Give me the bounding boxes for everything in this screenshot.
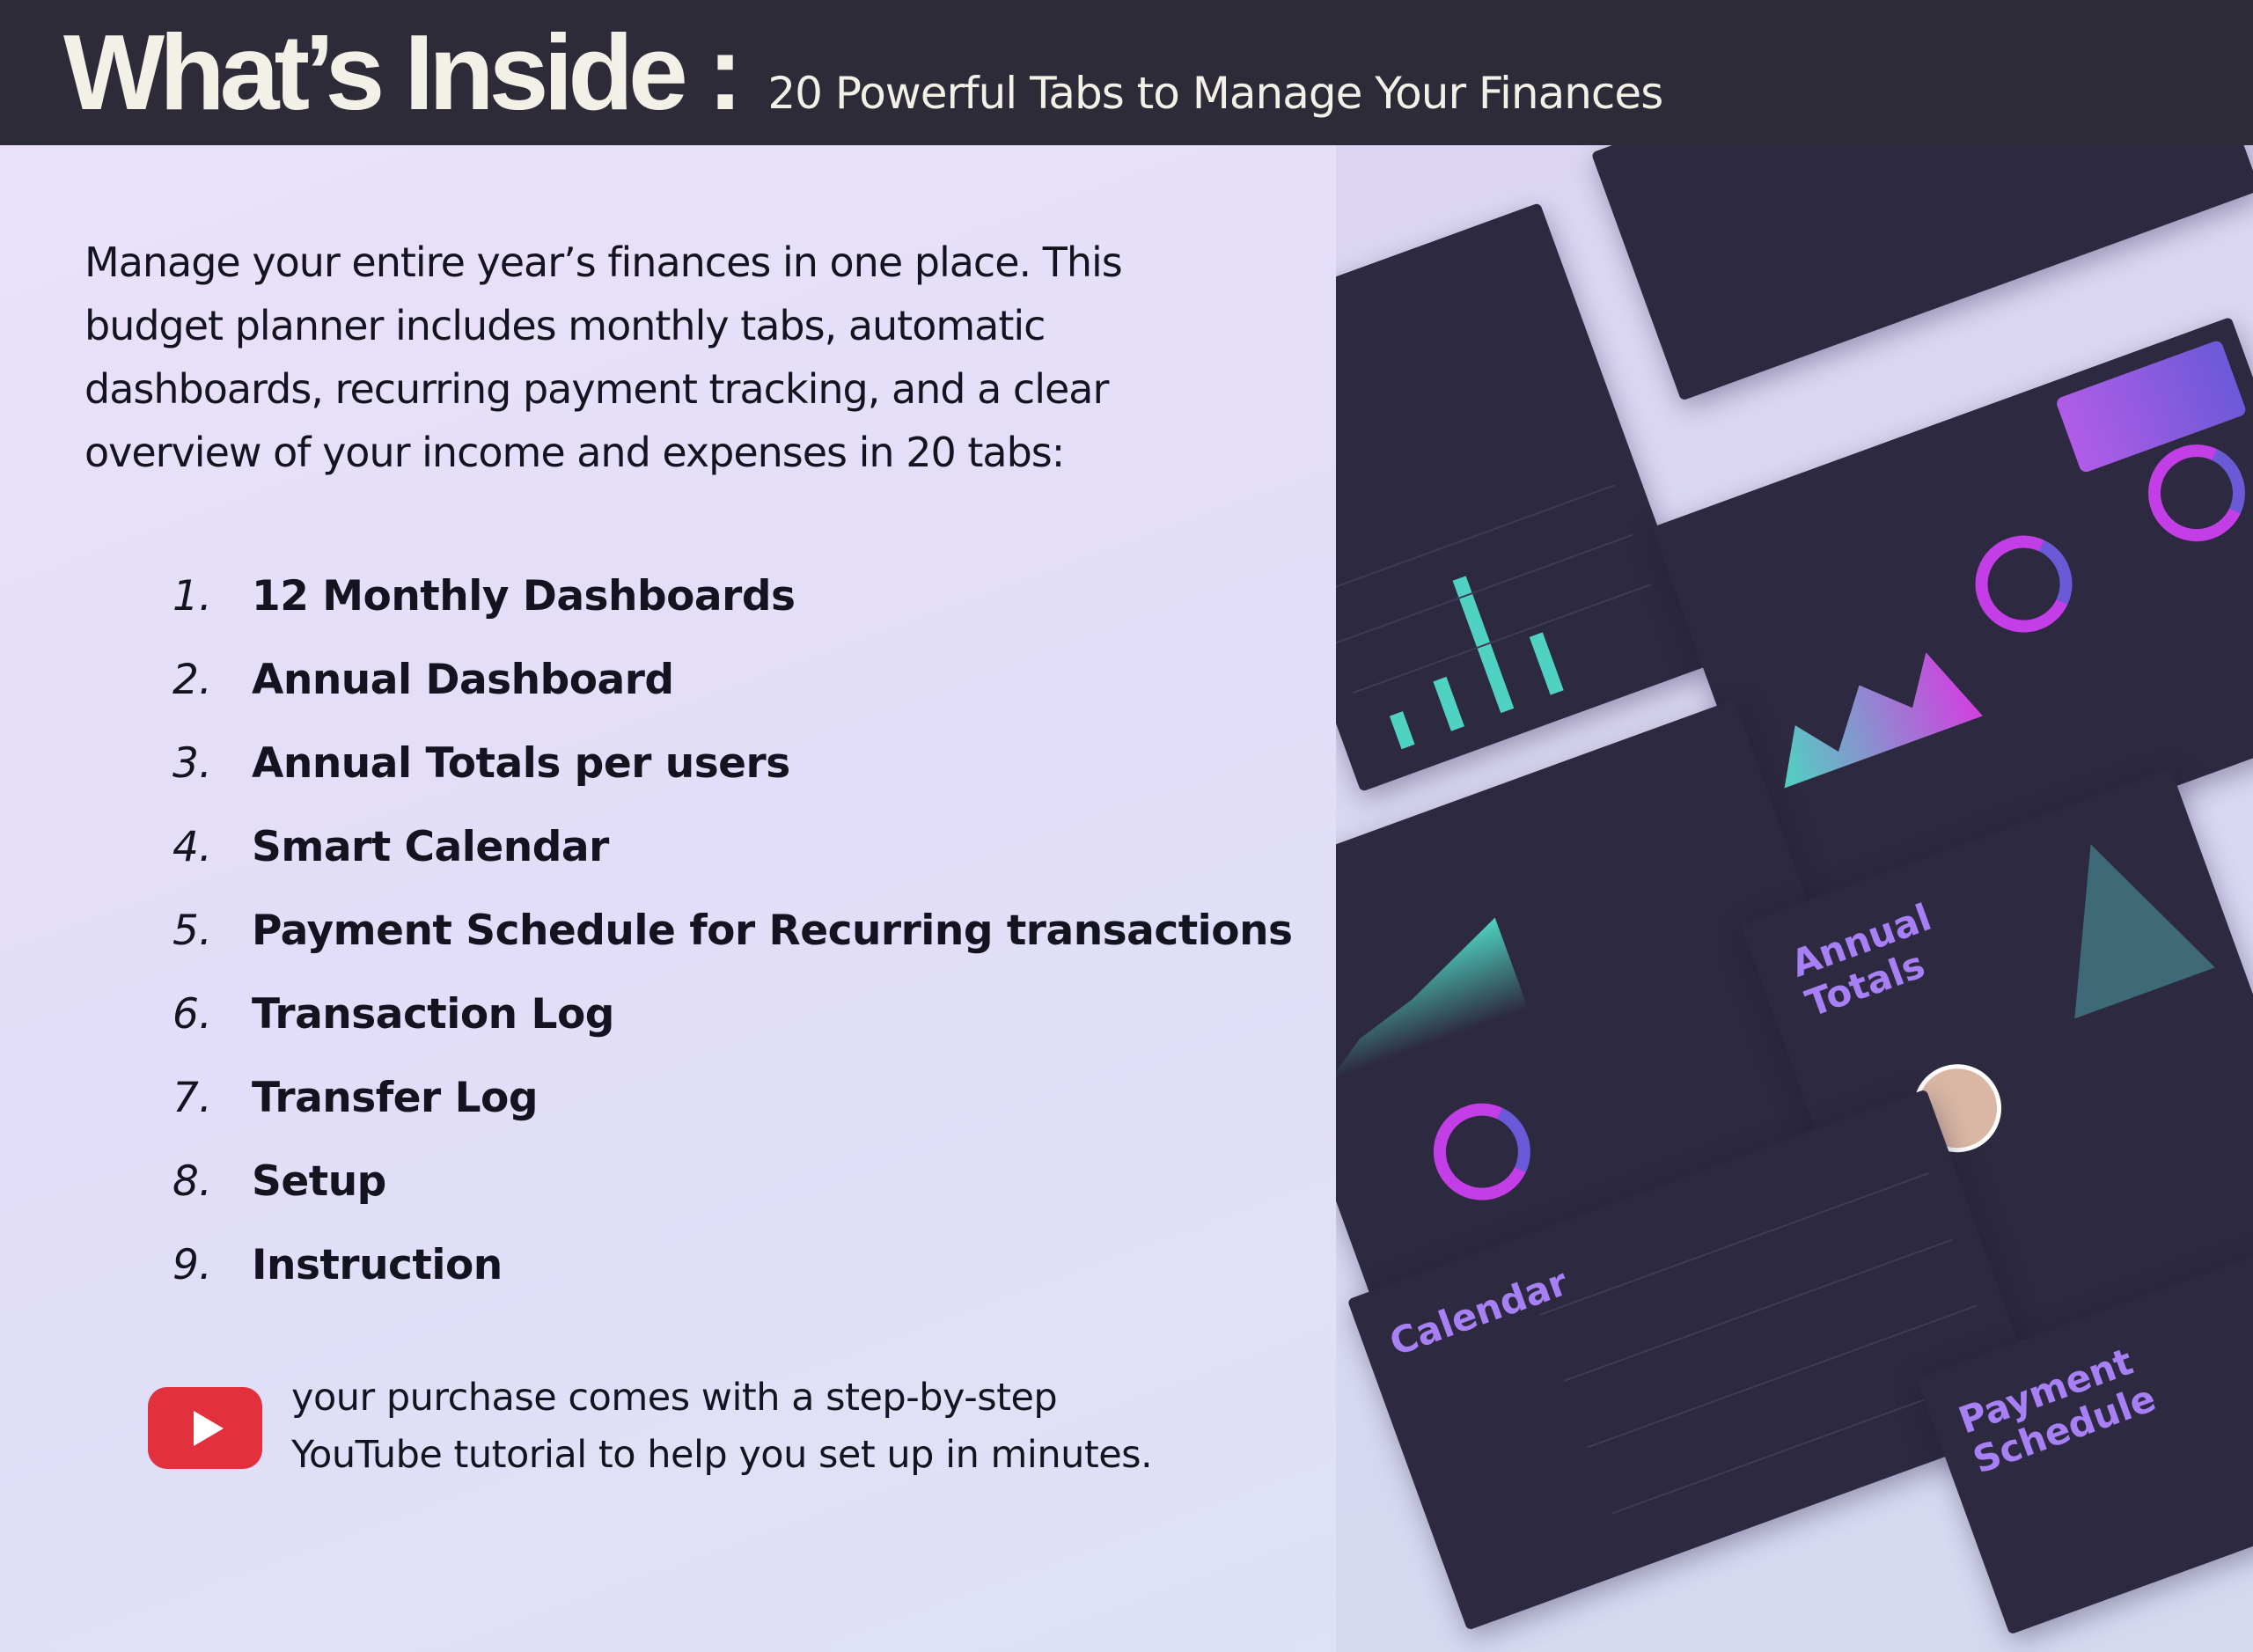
item-number: 9. bbox=[172, 1241, 212, 1289]
list-item: 2. Annual Dashboard bbox=[172, 638, 1293, 722]
list-item: 5. Payment Schedule for Recurring transac… bbox=[172, 889, 1293, 973]
item-label: Payment Schedule for Recurring transacti… bbox=[252, 907, 1293, 955]
item-number: 3. bbox=[172, 739, 212, 788]
list-item: 3. Annual Totals per users bbox=[172, 722, 1293, 805]
youtube-play-icon bbox=[148, 1387, 262, 1469]
item-number: 8. bbox=[172, 1157, 212, 1206]
item-label: Setup bbox=[252, 1157, 386, 1206]
list-item: 4. Smart Calendar bbox=[172, 805, 1293, 889]
dashboard-collage: Annual Totals Calendar Payment Schedule bbox=[1336, 145, 2253, 1652]
item-number: 6. bbox=[172, 990, 212, 1039]
annual-totals-heading: Annual Totals bbox=[1785, 895, 1937, 1025]
list-item: 7. Transfer Log bbox=[172, 1056, 1293, 1140]
list-item: 6. Transaction Log bbox=[172, 973, 1293, 1056]
item-label: Annual Totals per users bbox=[252, 739, 790, 788]
item-number: 5. bbox=[172, 907, 212, 955]
item-number: 4. bbox=[172, 823, 212, 871]
item-label: Instruction bbox=[252, 1241, 503, 1289]
item-number: 1. bbox=[172, 572, 212, 620]
page-title: What’s Inside : bbox=[63, 12, 743, 132]
intro-paragraph: Manage your entire year’s finances in on… bbox=[84, 239, 1123, 476]
page-subtitle: 20 Powerful Tabs to Manage Your Finances bbox=[767, 68, 1663, 119]
tabs-list: 1. 12 Monthly Dashboards 2. Annual Dashboa… bbox=[172, 554, 1293, 1307]
item-label: Annual Dashboard bbox=[252, 656, 674, 704]
youtube-note-line: YouTube tutorial to help you set up in m… bbox=[291, 1433, 1153, 1477]
item-label: Transfer Log bbox=[252, 1074, 538, 1122]
item-number: 2. bbox=[172, 656, 212, 704]
list-item: 8. Setup bbox=[172, 1140, 1293, 1223]
list-item: 1. 12 Monthly Dashboards bbox=[172, 554, 1293, 638]
youtube-note-line: your purchase comes with a step-by-step bbox=[291, 1376, 1058, 1420]
payment-schedule-heading: Payment Schedule bbox=[1953, 1339, 2161, 1482]
item-label: Smart Calendar bbox=[252, 823, 609, 871]
item-number: 7. bbox=[172, 1074, 212, 1122]
item-label: Transaction Log bbox=[252, 990, 614, 1039]
item-label: 12 Monthly Dashboards bbox=[252, 572, 796, 620]
header-banner: What’s Inside : 20 Powerful Tabs to Mana… bbox=[0, 0, 2253, 145]
list-item: 9. Instruction bbox=[172, 1223, 1293, 1307]
youtube-note: your purchase comes with a step-by-step … bbox=[291, 1369, 1153, 1484]
